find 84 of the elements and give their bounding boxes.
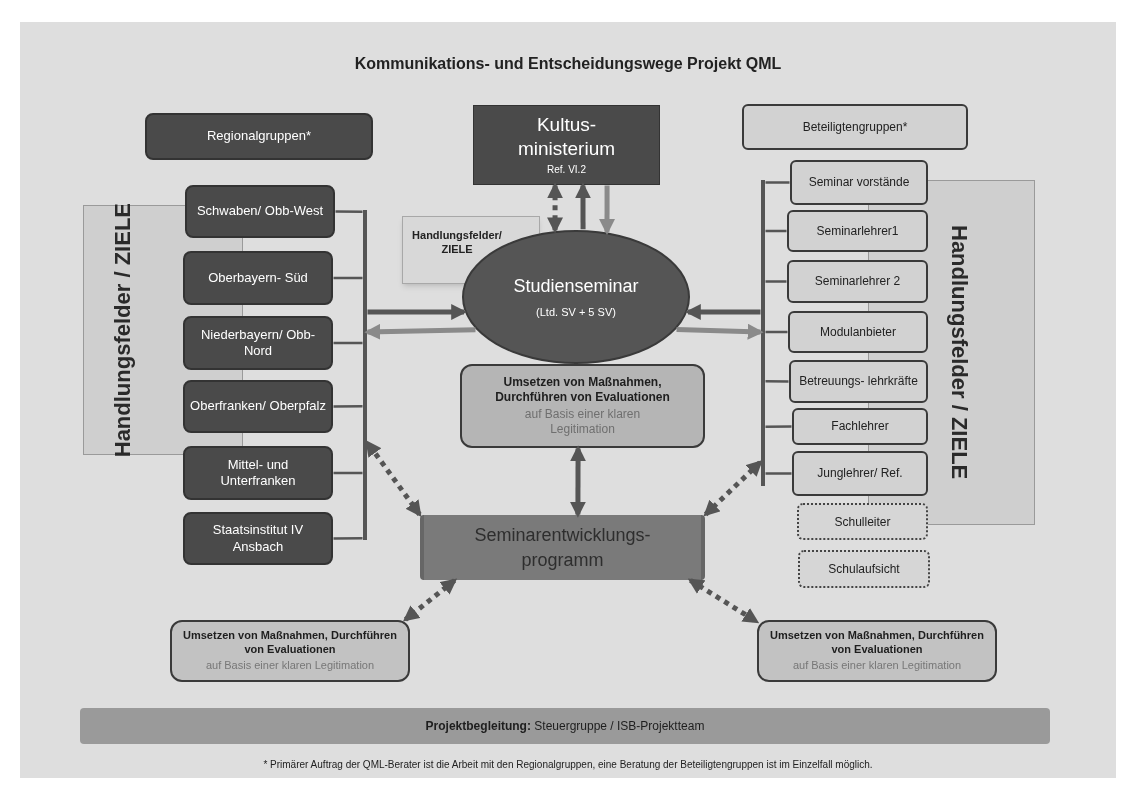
dotted-box (797, 503, 928, 540)
group-box (145, 113, 373, 160)
box-label: auf Basis einer klaren Legitimation (523, 407, 642, 437)
arrow (367, 304, 468, 320)
connector-line (765, 380, 789, 383)
bracket-bar (363, 210, 367, 540)
box-label: Oberfranken/ Oberpfalz (190, 398, 326, 415)
dotted-box (798, 550, 930, 588)
ministry-box (473, 105, 660, 185)
group-box (787, 210, 928, 252)
vertical-label: Handlungsfelder / ZIELE (946, 225, 973, 480)
connector-line (765, 425, 792, 428)
arrow (364, 323, 476, 340)
box-label: Umsetzen von Maßnahmen, Durchführen von Evaluationen (182, 629, 398, 657)
arrow (569, 445, 587, 518)
arrow (547, 182, 564, 234)
box-label: Mittel- und Unterfranken (219, 456, 297, 490)
box-label: Staatsinstitut IV Ansbach (211, 522, 305, 555)
box-label: Schwaben/ Obb-West (196, 203, 324, 220)
box-label: Seminarlehrer1 (816, 223, 899, 239)
group-box (185, 185, 335, 238)
group-box (183, 512, 333, 565)
box-label: Beteiligtengruppen* (802, 119, 908, 135)
box-label: Handlungsfelder/ ZIELE (411, 229, 503, 257)
connector-line (765, 472, 792, 475)
box-label: Schulleiter (834, 513, 891, 531)
box-label: Schulaufsicht (828, 561, 900, 578)
arrow (402, 578, 458, 622)
box-label: Umsetzen von Maßnahmen, Durchführen von Evaluationen (769, 629, 985, 657)
arrow (365, 440, 422, 517)
arrow (684, 304, 761, 320)
group-box (183, 380, 333, 433)
program-scroll (420, 515, 705, 580)
action-box (757, 620, 997, 682)
box-label: Fachlehrer (831, 419, 889, 434)
connector-line (765, 330, 788, 334)
box-label: Seminar vorstände (808, 175, 910, 190)
group-box (183, 316, 333, 370)
arrow (703, 459, 763, 517)
connector-line (765, 181, 790, 184)
group-box (792, 451, 928, 496)
box-label: Seminarlehrer 2 (814, 274, 901, 289)
group-box (789, 360, 928, 403)
bracket-bar (761, 180, 765, 486)
arrow (599, 185, 616, 235)
footer-bar (80, 708, 1050, 744)
arrow (575, 182, 591, 230)
connector-line (333, 405, 363, 408)
box-label: Umsetzen von Maßnahmen, Durchführen von Evaluationen (494, 375, 671, 405)
group-box (790, 160, 928, 205)
box-label: auf Basis einer klaren Legitimation (792, 658, 962, 673)
group-box (742, 104, 968, 150)
scroll-label: Seminarentwicklungs- programm (473, 523, 652, 572)
action-box (170, 620, 410, 682)
box-label: Kultus- ministerium (516, 112, 617, 161)
connector-line (333, 537, 363, 540)
group-box (183, 446, 333, 500)
connector-line (333, 341, 363, 345)
group-box (787, 260, 928, 303)
diagram-title: Kommunikations- und Entscheidungswege Projekt QML (353, 54, 783, 74)
box-label: Regionalgruppen* (206, 128, 312, 145)
connector-line (765, 280, 787, 283)
connector-line (765, 229, 787, 233)
connector-line (333, 471, 363, 475)
box-label: Oberbayern- Süd (208, 269, 308, 287)
box-label: Betreuungs- lehrkräfte (799, 374, 918, 389)
ellipse-label: (Ltd. SV + 5 SV) (536, 305, 616, 321)
group-box (183, 251, 333, 305)
box-label: Ref. VI.2 (547, 163, 586, 178)
arrow (676, 323, 764, 340)
box-label: Junglehrer/ Ref. (817, 466, 903, 481)
box-label: auf Basis einer klaren Legitimation (205, 658, 375, 673)
vertical-label: Handlungsfelder / ZIELE (109, 202, 136, 458)
connector-line (335, 210, 363, 213)
box-label: Modulanbieter (819, 324, 897, 340)
footnote: * Primärer Auftrag der QML-Berater ist die Arbeit mit den Regionalgruppen, eine Beratung der Beteiligtengruppen ist im Einzelfall möglich. (262, 758, 874, 772)
box-label: Niederbayern/ Obb-Nord (199, 326, 317, 360)
ellipse-label: Studienseminar (513, 275, 639, 299)
connector-line (333, 276, 363, 280)
arrow (687, 578, 760, 624)
group-box (788, 311, 928, 353)
group-box (792, 408, 928, 445)
action-box (460, 364, 705, 448)
bar-label: Projektbegleitung: Steuergruppe / ISB-Projektteam (425, 718, 705, 735)
